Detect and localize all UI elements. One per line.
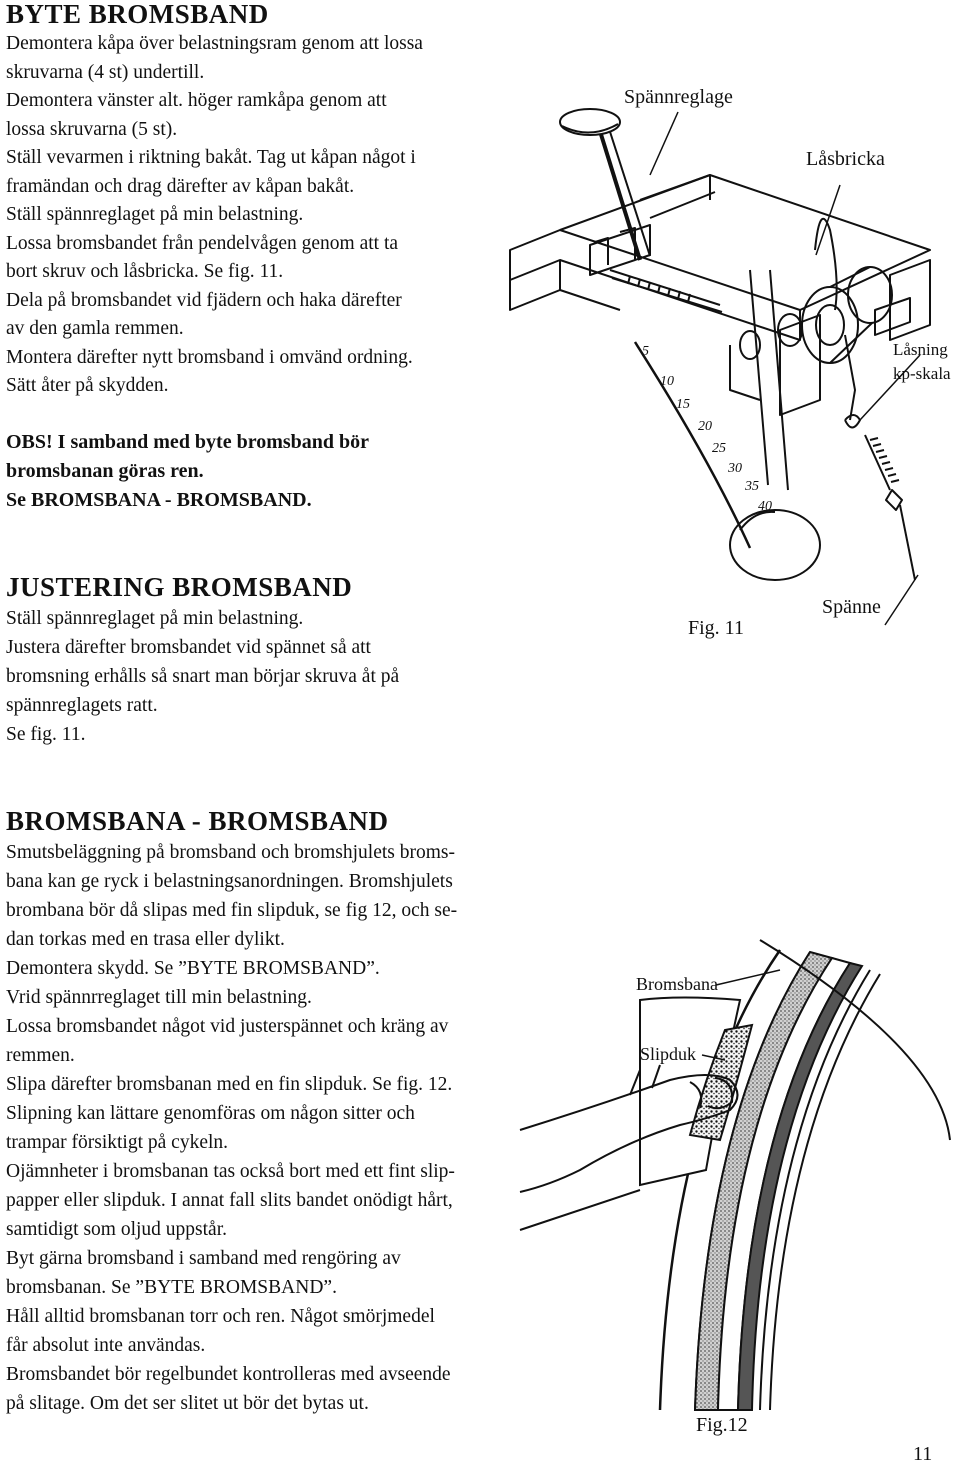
text-line: skruvarna (4 st) undertill. [6,61,205,83]
label-spannreglage: Spännreglage [624,86,733,108]
text-line: Montera därefter nytt bromsband i omvänd… [6,346,413,368]
label-lasning: Låsning [893,340,948,359]
text-line: bromsning erhålls så snart man börjar sk… [6,666,400,687]
scale-number: 30 [727,461,742,476]
text-line: lossa skruvarna (5 st). [6,118,178,140]
text-line: Smutsbeläggning på bromsband och bromshj… [6,842,455,863]
scale-number: 25 [712,441,726,456]
justering-body: Ställ spännreglaget på min belastning. J… [6,604,399,749]
fig12-illustration [519,939,951,1411]
text-line: Demontera skydd. Se ”BYTE BROMSBAND”. [6,958,380,979]
obs-line: bromsbanan göras ren. [6,460,204,482]
text-line: Ställ vevarmen i riktning bakåt. Tag ut … [6,147,416,168]
text-line: på slitage. Om det ser slitet ut bör det… [6,1393,369,1414]
text-line: av den gamla remmen. [6,318,184,339]
text-line: Se fig. 11. [6,724,86,745]
text-line: bort skruv och låsbricka. Se fig. 11. [6,261,284,282]
text-line: samtidigt som oljud uppstår. [6,1219,228,1240]
bromsbana-body: Smutsbeläggning på bromsband och bromshj… [6,838,457,1418]
text-line: Slipning kan lättare genomföras om någon… [6,1103,415,1124]
page-number: 11 [913,1443,933,1465]
text-line: bromsbanan. Se ”BYTE BROMSBAND”. [6,1277,337,1298]
label-kp-skala: kp-skala [893,364,951,383]
text-line: Ställ spännreglaget på min belastning. [6,608,304,629]
scale-number: 15 [676,397,690,412]
scale-number: 10 [660,374,674,389]
text-line: Slipa därefter bromsbanan med en fin sli… [6,1074,453,1095]
text-line: remmen. [6,1045,75,1066]
text-line: Demontera kåpa över belastningsram genom… [6,33,423,54]
text-line: Demontera vänster alt. höger ramkåpa gen… [6,90,387,111]
text-line: Byt gärna bromsband i samband med rengör… [6,1248,401,1269]
scale-number: 5 [642,344,649,359]
scale-number: 20 [698,419,712,434]
scale-number: 35 [744,479,759,494]
scale-number: 40 [758,499,772,514]
fig11-illustration: 5 10 15 20 25 30 35 40 [509,108,931,626]
text-line: brombana bör då slipas med fin slipduk, … [6,900,458,921]
text-line: Ojämnheter i bromsbanan tas också bort m… [6,1161,455,1182]
text-line: bana kan ge ryck i belastningsanordninge… [6,871,453,892]
label-spanne: Spänne [822,596,881,618]
text-line: får absolut inte användas. [6,1335,206,1356]
fig11-caption: Fig. 11 [688,617,744,639]
text-line: papper eller slipduk. I annat fall slits… [6,1190,453,1211]
label-slipduk: Slipduk [640,1044,697,1064]
text-line: trampar försiktigt på cykeln. [6,1132,229,1153]
text-line: Lossa bromsbandet från pendelvågen genom… [6,232,399,254]
section-heading-bromsbana: BROMSBANA - BROMSBAND [6,806,389,836]
text-line: Sätt åter på skydden. [6,375,169,396]
label-bromsbana: Bromsbana [636,974,718,994]
text-line: Lossa bromsbandet något vid justerspänne… [6,1016,449,1037]
text-line: Ställ spännreglaget på min belastning. [6,204,304,225]
obs-note: OBS! I samband med byte bromsband bör br… [6,428,369,515]
text-line: Vrid spännrreglaget till min belastning. [6,987,312,1008]
obs-line: OBS! I samband med byte bromsband bör [6,431,370,453]
text-line: Bromsbandet bör regelbundet kontrolleras… [6,1364,451,1385]
section-heading-byte-bromsband: BYTE BROMSBAND [6,0,269,29]
text-line: Justera därefter bromsbandet vid spännet… [6,637,371,658]
byte-bromsband-body: Demontera kåpa över belastningsram genom… [6,30,423,401]
text-line: Håll alltid bromsbanan torr och ren. Någ… [6,1306,435,1327]
text-line: Dela på bromsbandet vid fjädern och haka… [6,289,402,311]
section-heading-justering: JUSTERING BROMSBAND [6,572,353,602]
fig12-caption: Fig.12 [696,1414,748,1436]
label-lasbricka: Låsbricka [806,148,885,170]
text-line: framändan och drag därefter av kåpan bak… [6,175,355,197]
text-line: spännreglagets ratt. [6,695,158,716]
obs-line: Se BROMSBANA - BROMSBAND. [6,489,312,511]
text-line: dan torkas med en trasa eller dylikt. [6,929,285,950]
